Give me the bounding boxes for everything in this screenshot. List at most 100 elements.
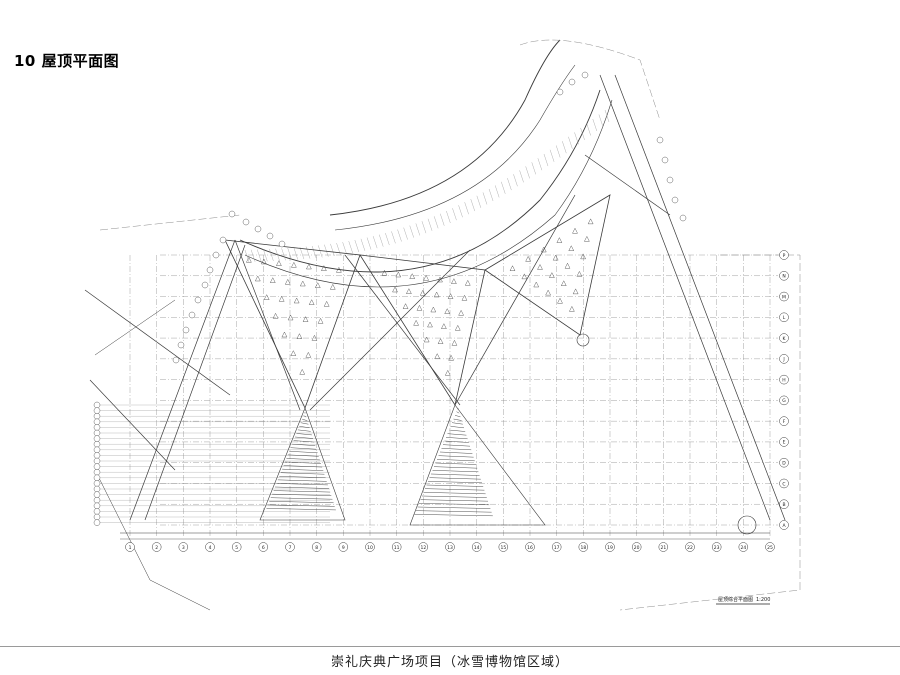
- roof-hatch: [324, 244, 329, 257]
- truss-panel: [451, 339, 458, 346]
- row-axis-bubble: [779, 416, 789, 426]
- column-axis-label: 15: [500, 545, 506, 551]
- edge-axis-bubble: [201, 281, 209, 289]
- roof-hatch: [476, 195, 482, 208]
- roof-hatch: [568, 136, 573, 149]
- roof-hatch: [501, 181, 506, 194]
- column-axis-label: 9: [342, 545, 345, 551]
- truss-panel: [263, 294, 270, 300]
- fan-stripe: [286, 458, 320, 461]
- fan-stripe: [441, 448, 472, 451]
- left-axis-bubble: [93, 513, 101, 521]
- truss-panel: [540, 246, 547, 253]
- outer-arc: [329, 39, 561, 216]
- row-axis-label: M: [782, 294, 786, 300]
- truss-panel: [416, 304, 423, 311]
- structural-diagonal: [234, 239, 301, 411]
- left-axis-bubble: [93, 429, 101, 437]
- truss-panel: [444, 369, 451, 376]
- roof-hatch: [372, 236, 378, 249]
- roof-hatch: [543, 153, 549, 167]
- structural-diagonal: [84, 289, 231, 396]
- column-axis-bubble: [418, 542, 429, 552]
- roof-truss-triangle: [484, 194, 611, 336]
- fan-stripe: [447, 433, 467, 436]
- column-axis-bubble: [391, 542, 402, 552]
- column-axis-label: 20: [634, 545, 640, 551]
- row-axis-label: L: [783, 315, 786, 321]
- column-axis-bubble: [445, 542, 455, 552]
- truss-panel: [329, 283, 336, 290]
- edge-axis-bubble: [206, 266, 214, 274]
- structural-diagonal: [614, 74, 786, 521]
- roof-curve-inner: [244, 99, 613, 288]
- left-axis-bubble: [93, 435, 101, 442]
- truss-panel: [437, 338, 444, 344]
- row-axis-bubble: [779, 374, 789, 385]
- row-axis-bubble: [779, 291, 789, 302]
- column-axis-bubble: [578, 542, 589, 552]
- roof-hatch: [269, 248, 274, 262]
- row-axis-bubble: [779, 478, 789, 489]
- roof-hatch: [299, 247, 305, 260]
- edge-axis-bubble: [228, 210, 236, 218]
- row-axis-label: E: [783, 440, 786, 446]
- truss-panel: [537, 264, 543, 270]
- fan-stripe: [282, 468, 324, 471]
- roof-hatch: [311, 245, 317, 259]
- fan-stripe: [429, 477, 481, 480]
- fan-stripe: [270, 497, 333, 500]
- left-axis-bubble: [93, 502, 101, 509]
- fan-stripe: [438, 455, 474, 458]
- left-axis-bubble: [93, 474, 101, 481]
- roof-hatch: [391, 231, 396, 244]
- roof-hatch: [415, 223, 421, 236]
- structural-diagonal: [584, 154, 671, 216]
- edge-axis-bubble: [556, 88, 564, 96]
- roof-hatch: [586, 123, 591, 136]
- truss-panel: [552, 254, 559, 261]
- truss-panel: [560, 280, 567, 286]
- truss-panel: [311, 334, 318, 341]
- edge-axis-bubble: [661, 156, 669, 164]
- roof-hatch: [464, 202, 469, 215]
- roof-hatch: [604, 109, 610, 123]
- column-axis-label: 1: [129, 545, 132, 551]
- column-axis-label: 8: [315, 545, 318, 551]
- left-axis-bubble: [93, 497, 101, 504]
- fan-stripe: [274, 486, 330, 489]
- roof-hatch: [354, 239, 359, 253]
- column-axis-bubble: [125, 542, 135, 552]
- truss-panel: [576, 270, 583, 277]
- truss-panel: [427, 321, 433, 328]
- left-axis-bubble: [93, 519, 101, 526]
- truss-panel: [521, 273, 528, 280]
- fan-stripe: [420, 499, 489, 502]
- truss-panel: [423, 274, 429, 281]
- edge-axis-bubble: [266, 232, 274, 240]
- edge-axis-bubble: [242, 218, 250, 226]
- fan-stripe: [453, 418, 462, 421]
- edge-axis-bubble: [278, 240, 286, 248]
- truss-node: [576, 333, 590, 347]
- fan-stripe: [299, 426, 310, 429]
- roof-hatch: [440, 213, 445, 226]
- roof-truss-triangle: [224, 239, 361, 410]
- roof-hatch: [421, 221, 427, 234]
- column-axis-label: 18: [580, 545, 586, 551]
- column-axis-bubble: [151, 542, 162, 552]
- column-axis-label: 11: [394, 545, 400, 551]
- roof-hatch: [562, 141, 567, 154]
- left-axis-bubble: [93, 469, 101, 476]
- fan-stripe: [290, 447, 317, 450]
- fan-stripe: [436, 459, 475, 462]
- truss-panel: [447, 293, 454, 299]
- left-axis-bubble: [93, 480, 101, 487]
- column-axis-bubble: [231, 542, 242, 552]
- fan-stripe: [451, 422, 463, 425]
- column-axis-label: 10: [367, 545, 373, 551]
- fan-stripe: [284, 461, 322, 464]
- roof-hatch: [263, 249, 268, 262]
- fan-stripe: [289, 451, 318, 454]
- truss-panel: [556, 237, 563, 243]
